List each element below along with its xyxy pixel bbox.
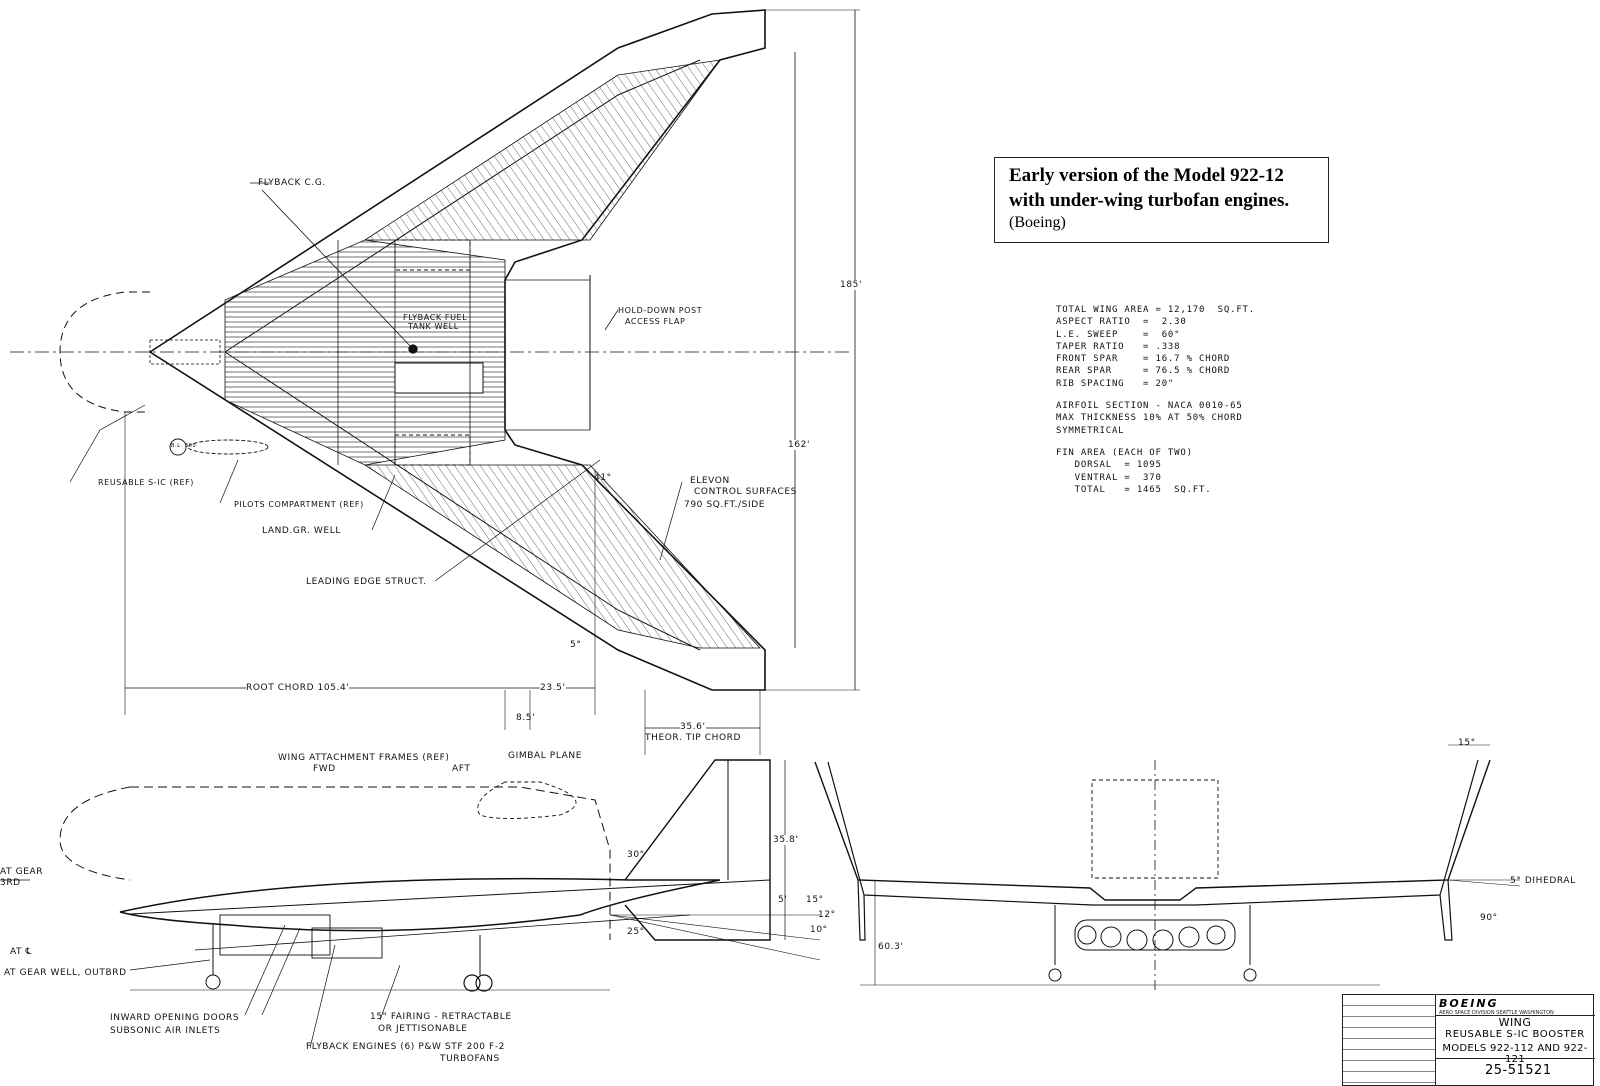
label-angle-90: 90° bbox=[1480, 913, 1498, 923]
spec-rib-spacing: RIB SPACING = 20" bbox=[1056, 378, 1175, 389]
caption-credit: (Boeing) bbox=[1009, 214, 1066, 231]
spec-rear-spar: REAR SPAR = 76.5 % CHORD bbox=[1056, 366, 1231, 377]
side-view bbox=[0, 759, 821, 1049]
company-name: BOEING bbox=[1439, 997, 1499, 1010]
label-elevon-2: CONTROL SURFACES bbox=[694, 487, 797, 497]
label-attach-frames: WING ATTACHMENT FRAMES (REF) bbox=[278, 753, 450, 763]
label-dim-35-8: 35.8' bbox=[773, 835, 799, 845]
label-dim-162: 162' bbox=[788, 440, 811, 450]
label-gear-well-outbrd: AT GEAR WELL, OUTBRD bbox=[4, 968, 127, 978]
caption-title-line1: Early version of the Model 922-12 bbox=[1009, 165, 1284, 186]
title-line-1: WING bbox=[1498, 1016, 1532, 1029]
spec-airfoil: AIRFOIL SECTION - NACA 0010-65 bbox=[1056, 401, 1243, 412]
label-elevon-3: 790 SQ.FT./SIDE bbox=[684, 500, 766, 510]
label-dim-8-5: 8.5' bbox=[516, 713, 536, 723]
label-elevon: ELEVON bbox=[690, 476, 730, 486]
label-aft: AFT bbox=[452, 764, 471, 774]
label-front-15: 15° bbox=[1458, 738, 1476, 748]
label-fairing: 15" FAIRING - RETRACTABLE bbox=[370, 1012, 512, 1022]
spec-taper-ratio: TAPER RATIO = .338 bbox=[1056, 341, 1181, 352]
label-tip-chord: THEOR. TIP CHORD bbox=[645, 733, 742, 743]
label-fwd: FWD bbox=[313, 764, 336, 774]
spec-fin-area: FIN AREA (EACH OF TWO) bbox=[1056, 447, 1193, 458]
label-fuel-tank: FLYBACK FUEL bbox=[403, 313, 468, 322]
wing-specs-block: TOTAL WING AREA = 12,170 SQ.FT. ASPECT R… bbox=[1056, 304, 1255, 496]
label-angle-25: 25° bbox=[627, 927, 645, 937]
label-side-12: 12° bbox=[818, 910, 836, 920]
label-reusable-sic: REUSABLE S-IC (REF) bbox=[98, 478, 195, 487]
label-subsonic-inlets: SUBSONIC AIR INLETS bbox=[110, 1026, 221, 1036]
label-angle-5: 5° bbox=[570, 640, 582, 650]
label-at-gear: AT GEAR bbox=[0, 867, 44, 877]
spec-front-spar: FRONT SPAR = 16.7 % CHORD bbox=[1056, 354, 1231, 365]
label-dim-185: 185' bbox=[840, 280, 863, 290]
label-dim-60-3: 60.3' bbox=[878, 942, 904, 952]
label-at-centerline: AT ℄ bbox=[10, 947, 32, 957]
label-fuel-tank-2: TANK WELL bbox=[408, 322, 459, 331]
label-side-5: 5' bbox=[778, 895, 788, 905]
label-jettisonable: OR JETTISONABLE bbox=[378, 1024, 468, 1034]
division-text: AERO SPACE DIVISION SEATTLE WASHINGTON bbox=[1439, 1010, 1554, 1016]
label-side-15: 15° bbox=[806, 895, 824, 905]
label-turbofans: TURBOFANS bbox=[440, 1054, 500, 1064]
spec-max-thickness: MAX THICKNESS 10% AT 50% CHORD bbox=[1056, 413, 1243, 424]
spec-ventral: VENTRAL = 370 bbox=[1056, 472, 1162, 483]
drawing-number: 25-51521 bbox=[1485, 1063, 1552, 1078]
title-block: BOEING AERO SPACE DIVISION SEATTLE WASHI… bbox=[1342, 994, 1595, 1086]
spec-total: TOTAL = 1465 SQ.FT. bbox=[1056, 484, 1212, 495]
label-brd: 3RD bbox=[0, 878, 21, 888]
label-hold-down: HOLD-DOWN POST bbox=[618, 306, 703, 315]
label-pilots-compartment: PILOTS COMPARTMENT (REF) bbox=[234, 500, 364, 509]
spec-dorsal: DORSAL = 1095 bbox=[1056, 460, 1162, 471]
label-leading-edge: LEADING EDGE STRUCT. bbox=[306, 577, 427, 587]
revision-grid bbox=[1343, 995, 1436, 1085]
title-line-3: MODELS 922-112 AND 922-121 bbox=[1442, 1043, 1588, 1065]
label-dim-35-6: 35.6' bbox=[680, 722, 706, 732]
label-flyback-cg: FLYBACK C.G. bbox=[258, 178, 326, 188]
label-root-chord: ROOT CHORD 105.4' bbox=[246, 683, 350, 693]
label-circle-tag: B.L. 300 bbox=[171, 443, 197, 449]
label-hold-down-2: ACCESS FLAP bbox=[625, 317, 686, 326]
caption-box: Early version of the Model 922-12 with u… bbox=[994, 157, 1329, 243]
title-line-2: REUSABLE S-IC BOOSTER bbox=[1445, 1029, 1585, 1040]
label-gimbal-plane: GIMBAL PLANE bbox=[508, 751, 583, 761]
label-dim-23-5: 23.5' bbox=[540, 683, 566, 693]
label-dihedral: 5° DIHEDRAL bbox=[1510, 876, 1576, 886]
label-land-gear-well: LAND.GR. WELL bbox=[262, 526, 341, 536]
spec-symmetrical: SYMMETRICAL bbox=[1056, 425, 1125, 436]
front-view bbox=[814, 744, 1521, 990]
label-angle-41: 41° bbox=[594, 473, 612, 483]
caption-title-line2: with under-wing turbofan engines. bbox=[1009, 190, 1290, 211]
spec-aspect-ratio: ASPECT RATIO = 2.30 bbox=[1056, 317, 1187, 328]
label-flyback-engines: FLYBACK ENGINES (6) P&W STF 200 F-2 bbox=[306, 1042, 506, 1052]
spec-le-sweep: L.E. SWEEP = 60° bbox=[1056, 329, 1181, 340]
top-view bbox=[10, 9, 860, 755]
label-inward-doors: INWARD OPENING DOORS bbox=[110, 1013, 240, 1023]
label-side-10: 10° bbox=[810, 925, 828, 935]
label-angle-30: 30° bbox=[627, 850, 645, 860]
spec-wing-area: TOTAL WING AREA = 12,170 SQ.FT. bbox=[1056, 305, 1255, 315]
